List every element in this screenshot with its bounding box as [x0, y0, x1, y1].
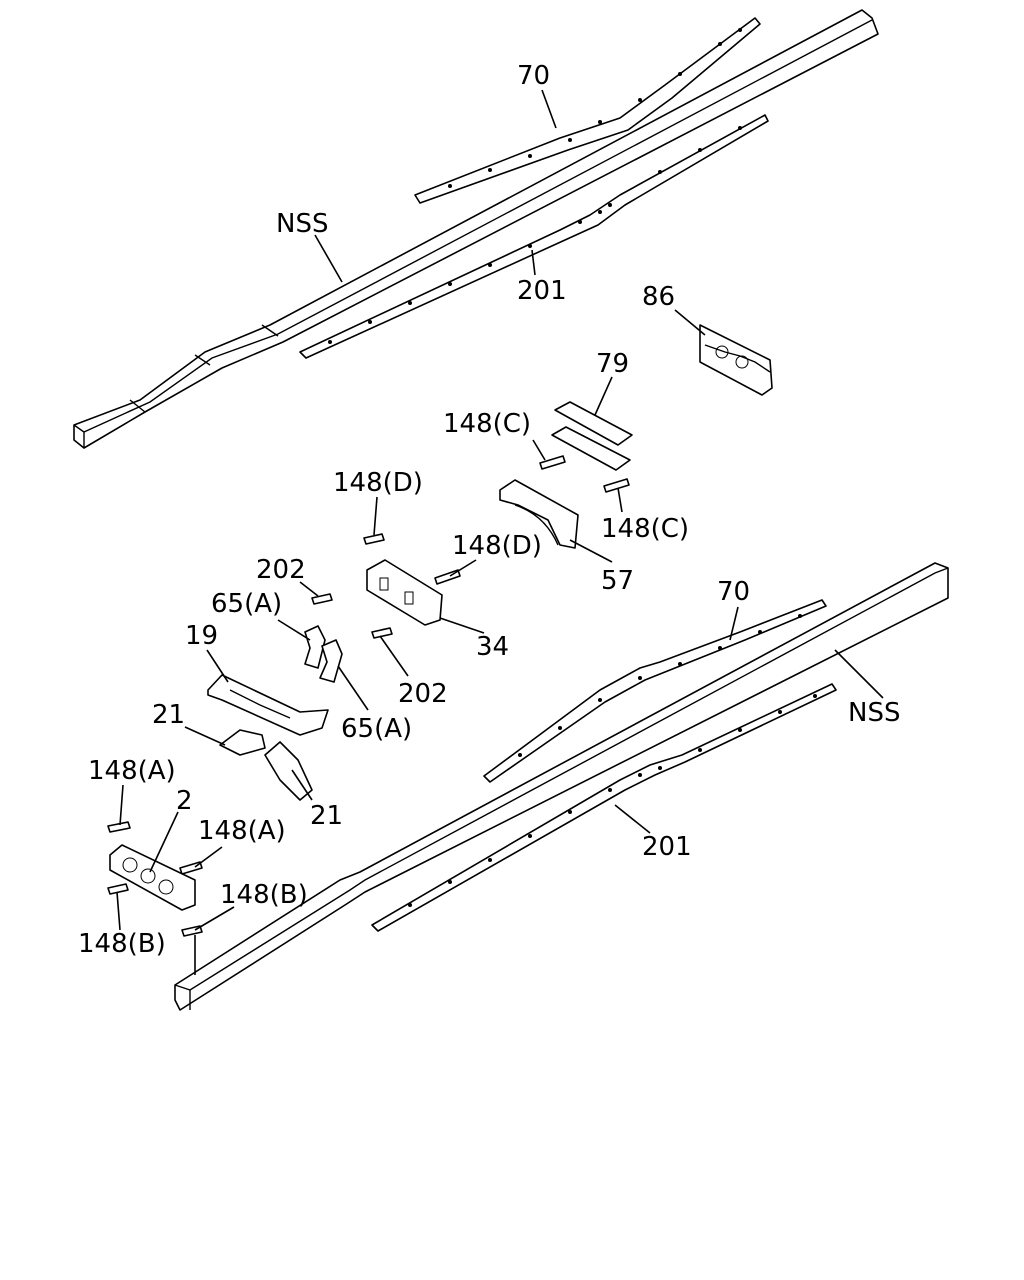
bracket-21-upper	[219, 729, 266, 756]
label-201-bottom: 201	[642, 832, 692, 862]
label-148c-upper: 148(C)	[443, 409, 531, 439]
label-202-upper: 202	[256, 555, 306, 585]
label-21-lower: 21	[310, 801, 343, 831]
crossmember-2	[109, 844, 196, 911]
label-86: 86	[642, 282, 675, 312]
shim-148a-upper	[107, 821, 131, 833]
bracket-21-lower	[264, 741, 313, 801]
brackets-65a	[304, 625, 343, 683]
label-148b-right: 148(B)	[220, 880, 308, 910]
leader-lines	[116, 89, 884, 975]
label-19: 19	[185, 621, 218, 651]
label-148c-lower: 148(C)	[601, 514, 689, 544]
label-2: 2	[176, 786, 193, 816]
shim-148b-left	[107, 883, 129, 895]
label-70-bottom: 70	[717, 577, 750, 607]
crossmember-19	[207, 674, 329, 736]
label-201-top: 201	[517, 276, 567, 306]
label-148a-lower: 148(A)	[198, 816, 286, 846]
label-148d-mid: 148(D)	[452, 531, 542, 561]
label-79: 79	[596, 349, 629, 379]
shim-148c-lower	[603, 478, 630, 493]
bottom-liner-201	[371, 683, 837, 932]
shim-202-upper	[311, 593, 333, 605]
shim-202-lower	[371, 627, 393, 639]
label-34: 34	[476, 632, 509, 662]
bottom-reinforcement-plate-70	[483, 599, 827, 783]
top-liner-201	[299, 114, 769, 359]
crossmember-86	[699, 324, 773, 396]
gusset-plates-79	[551, 401, 633, 471]
label-148a-upper: 148(A)	[88, 756, 176, 786]
label-21-upper: 21	[152, 700, 185, 730]
label-65a-lower: 65(A)	[341, 714, 412, 744]
label-57: 57	[601, 566, 634, 596]
part-labels: 70 NSS 201 86 79 148(C) 148(D) 148(C) 14…	[78, 61, 900, 959]
label-65a-upper: 65(A)	[211, 589, 282, 619]
label-nss-bottom: NSS	[848, 698, 900, 728]
shim-148d-upper	[363, 533, 385, 545]
top-frame-rail	[73, 9, 879, 449]
label-202-lower: 202	[398, 679, 448, 709]
label-nss-top: NSS	[276, 209, 328, 239]
label-148b-left: 148(B)	[78, 929, 166, 959]
shim-148c-upper	[539, 455, 566, 470]
crossmember-34	[366, 559, 443, 626]
crossmember-57	[499, 479, 579, 549]
label-148d-upper: 148(D)	[333, 468, 423, 498]
bottom-frame-rail	[174, 562, 949, 1011]
top-reinforcement-plate-70	[414, 17, 761, 204]
label-70-top: 70	[517, 61, 550, 91]
